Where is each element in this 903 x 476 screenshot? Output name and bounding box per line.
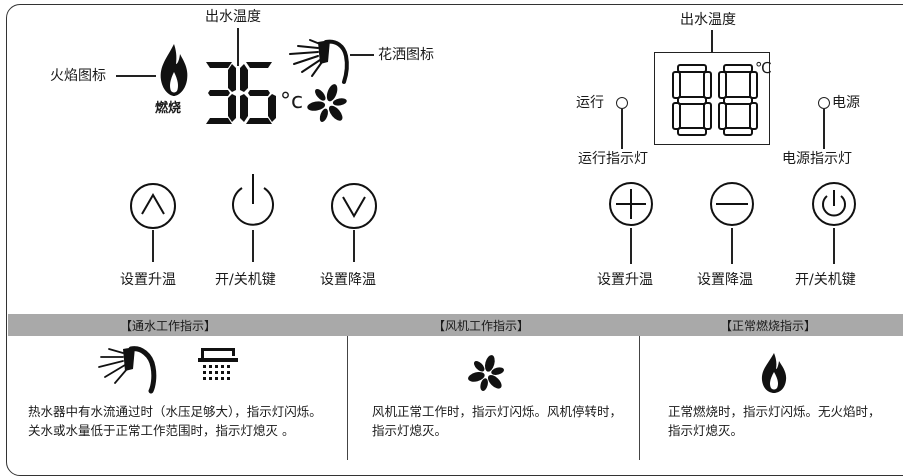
right-outlet-temp-label: 出水温度: [680, 12, 736, 28]
water-flow-title: 【通水工作指示】: [120, 319, 217, 333]
flame-icon-label: 火焰图标: [50, 68, 106, 84]
leader-line: [350, 54, 374, 56]
fan-description: 风机正常工作时，指示灯闪烁。风机停转时，指示灯熄灭。: [372, 404, 623, 438]
fan-icon: [468, 355, 504, 391]
leader-line: [237, 28, 239, 66]
set-temp-up-button[interactable]: [128, 181, 178, 231]
burning-label: 燃烧: [155, 101, 182, 116]
power-indicator-light: [818, 97, 830, 109]
left-temp-up-label: 设置升温: [120, 272, 176, 288]
right-power-label: 开/关机键: [795, 272, 856, 288]
digital-display: [654, 52, 770, 145]
left-temp-down-label: 设置降温: [320, 272, 376, 288]
minus-button[interactable]: [708, 180, 756, 228]
leader-line: [711, 30, 713, 52]
left-outlet-temp-label: 出水温度: [205, 9, 261, 25]
leader-line: [152, 230, 154, 262]
run-indicator-light: [616, 97, 628, 109]
run-label: 运行: [576, 95, 604, 111]
leader-line: [731, 228, 733, 264]
right-temp-down-label: 设置降温: [697, 272, 753, 288]
leader-line: [630, 228, 632, 264]
shower-icon-label: 花洒图标: [378, 47, 434, 63]
left-power-label: 开/关机键: [215, 272, 276, 288]
leader-line: [621, 109, 623, 149]
fan-icon: [307, 84, 347, 122]
column-divider: [639, 336, 640, 460]
fan-title: 【风机工作指示】: [433, 319, 530, 333]
indicator-header-bar: 【通水工作指示】 【风机工作指示】 【正常燃烧指示】: [8, 314, 903, 336]
flame-icon: [160, 44, 188, 96]
burning-title: 【正常燃烧指示】: [720, 319, 817, 333]
temperature-display: [206, 62, 276, 124]
temperature-unit: °c: [280, 89, 304, 114]
leader-line: [116, 75, 156, 77]
faucet-icon: [198, 348, 238, 380]
set-temp-down-button[interactable]: [329, 181, 379, 231]
right-power-button[interactable]: [810, 180, 858, 228]
plus-button[interactable]: [607, 180, 655, 228]
power-indicator-label: 电源指示灯: [782, 151, 852, 167]
power-source-label: 电源: [832, 95, 860, 111]
burning-description: 正常燃烧时，指示灯闪烁。无火焰时，指示灯熄灭。: [668, 404, 881, 438]
leader-line: [823, 109, 825, 149]
water-flow-description: 热水器中有水流通过时（水压足够大），指示灯闪烁。关水或水量低于正常工作范围时，指…: [28, 404, 322, 438]
leader-line: [833, 228, 835, 264]
shower-icon: [98, 346, 157, 394]
display-unit: ℃: [755, 59, 772, 77]
display-digits: [672, 64, 758, 136]
flame-icon: [761, 353, 787, 393]
leader-line: [252, 230, 254, 262]
leader-line: [353, 230, 355, 262]
run-indicator-label: 运行指示灯: [578, 151, 648, 167]
shower-icon: [289, 39, 349, 84]
power-button[interactable]: [228, 172, 278, 230]
right-temp-up-label: 设置升温: [597, 272, 653, 288]
column-divider: [347, 336, 348, 460]
